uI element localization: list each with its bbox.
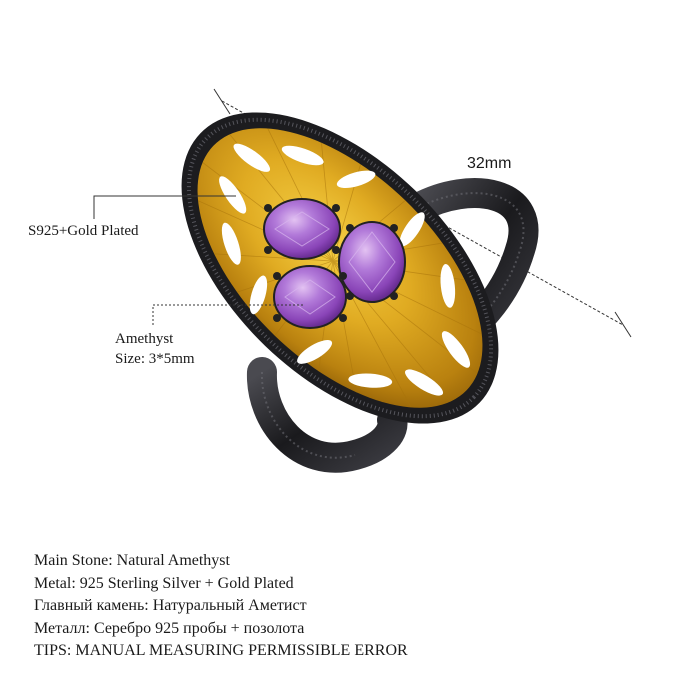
stone-callout: Amethyst Size: 3*5mm bbox=[115, 329, 195, 369]
spec-line: Metal: 925 Sterling Silver + Gold Plated bbox=[34, 574, 294, 592]
metal-callout-label: S925+Gold Plated bbox=[28, 223, 139, 239]
amethyst-stones bbox=[263, 198, 406, 329]
callout-leaders bbox=[93, 195, 305, 325]
spec-line: Главный камень: Натуральный Аметист bbox=[34, 597, 307, 615]
metal-callout: S925+Gold Plated bbox=[28, 221, 139, 241]
stone-callout-name: Amethyst bbox=[115, 331, 174, 347]
stone-callout-size: Size: 3*5mm bbox=[115, 351, 195, 367]
amethyst-stone bbox=[273, 265, 347, 329]
dimension-label: 32mm bbox=[467, 155, 512, 172]
spec-line: TIPS: MANUAL MEASURING PERMISSIBLE ERROR bbox=[34, 642, 408, 660]
spec-list: Main Stone: Natural Amethyst Metal: 925 … bbox=[34, 550, 408, 663]
amethyst-stone bbox=[263, 198, 341, 260]
spec-line: Металл: Серебро 925 пробы + позолота bbox=[34, 619, 305, 637]
openwork-cutouts bbox=[219, 143, 471, 396]
amethyst-stone bbox=[338, 221, 406, 303]
spec-line: Main Stone: Natural Amethyst bbox=[34, 552, 230, 569]
